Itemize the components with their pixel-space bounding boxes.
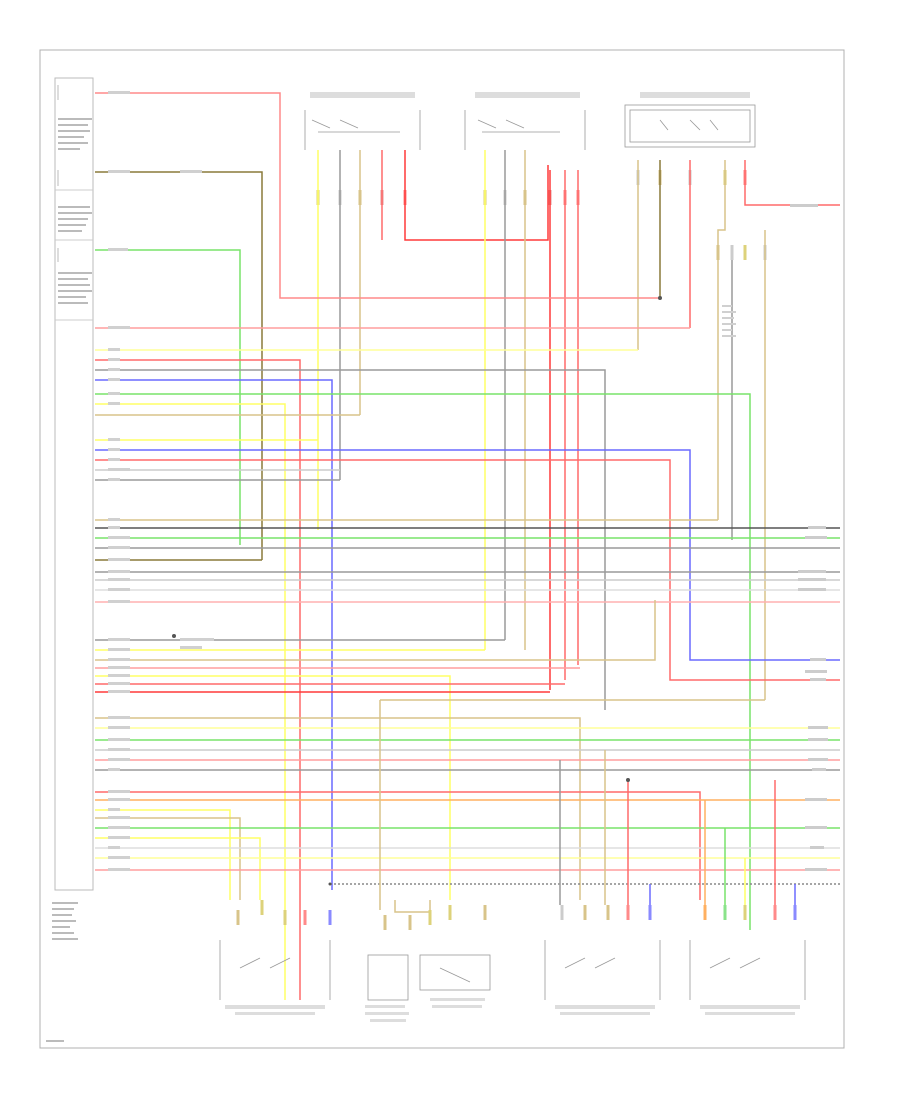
switch-assembly-middle xyxy=(464,92,586,150)
bottom-switch-2 xyxy=(365,954,409,1022)
bottom-switch-1 xyxy=(219,940,331,1015)
lower-vertical-wires xyxy=(394,750,796,913)
switch-assembly-left xyxy=(304,92,421,150)
vertical-wires-top xyxy=(317,150,840,700)
top-connector-pins xyxy=(316,170,767,260)
horizontal-bus-wires xyxy=(95,327,840,1000)
bottom-switch-5 xyxy=(689,940,806,1015)
left-wire-labels xyxy=(108,91,736,871)
diagram-frame xyxy=(39,49,845,1049)
bottom-connector-pins xyxy=(236,900,797,930)
splice-dots xyxy=(172,296,662,886)
bottom-switch-4 xyxy=(544,940,661,1015)
switch-assembly-right xyxy=(624,92,756,148)
bottom-switch-3 xyxy=(419,954,491,1008)
upper-left-wires xyxy=(95,92,660,560)
main-connector-block xyxy=(46,77,94,1042)
right-wire-labels xyxy=(790,204,828,871)
